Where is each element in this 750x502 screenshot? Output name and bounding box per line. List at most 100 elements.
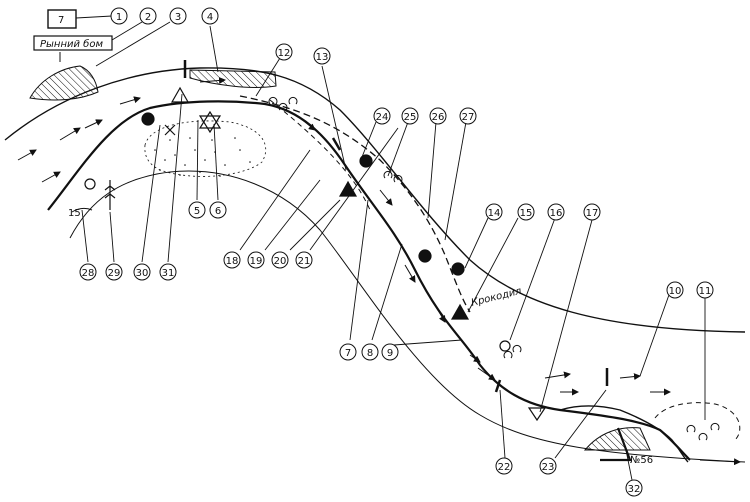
callout-24: 24 [373,107,391,125]
eddies [268,96,720,441]
svg-text:22: 22 [498,462,511,473]
callout-26: 26 [429,107,447,125]
legend-caption-box [33,35,113,51]
pole-marker-3 [331,137,342,151]
svg-text:13: 13 [316,52,329,63]
downstream-rock-hatch [583,427,651,451]
tree-symbol [104,180,116,210]
callout-30: 30 [133,263,151,281]
rocky-bluff-hatch [29,65,99,101]
svg-text:20: 20 [274,256,287,267]
label-56: №56 [630,455,653,466]
svg-text:4: 4 [207,12,213,23]
dashed-exit-line [654,402,741,441]
svg-text:27: 27 [462,112,475,123]
callout-14: 14 [485,203,503,221]
triangle-open-1 [170,86,190,103]
svg-text:2: 2 [145,12,151,23]
dashed-route-line [239,95,471,313]
callout-11: 11 [696,281,714,299]
callout-15: 15 [517,203,535,221]
svg-text:3: 3 [175,12,181,23]
callout-19: 19 [247,251,265,269]
callout-23: 23 [539,457,557,475]
svg-text:23: 23 [542,462,555,473]
callout-6: 6 [209,201,227,219]
callout-10: 10 [666,281,684,299]
svg-text:29: 29 [108,268,121,279]
star-triangle-down [198,115,222,134]
svg-text:21: 21 [298,256,311,267]
svg-text:18: 18 [226,256,239,267]
callout-leaders [75,15,706,481]
callout-5: 5 [188,201,206,219]
callout-1: 1 [110,7,128,25]
svg-text:32: 32 [628,484,641,495]
svg-text:15: 15 [520,208,533,219]
svg-text:11: 11 [699,286,712,297]
callout-18: 18 [223,251,241,269]
svg-text:1: 1 [116,12,122,23]
svg-text:17: 17 [586,208,599,219]
buoy-open [84,178,96,190]
bank-rock-hatch [189,69,277,88]
callout-2: 2 [139,7,157,25]
main-route-line [47,100,691,461]
svg-text:31: 31 [162,268,175,279]
buoy-filled-3 [418,249,432,263]
svg-text:8: 8 [367,348,373,359]
svg-text:9: 9 [387,348,393,359]
callout-20: 20 [271,251,289,269]
angle-arc [71,207,93,213]
callout-8: 8 [361,343,379,361]
callout-22: 22 [495,457,513,475]
callout-27: 27 [459,107,477,125]
callout-17: 17 [583,203,601,221]
svg-text:25: 25 [404,112,417,123]
svg-text:7: 7 [345,348,351,359]
dashed-route-line-2 [269,99,371,211]
svg-text:6: 6 [215,206,221,217]
angle-label: 15 [68,208,81,219]
callout-9: 9 [381,343,399,361]
cross-marker [164,124,176,136]
pole-marker-4 [494,379,502,393]
callout-32: 32 [625,479,643,497]
callout-3: 3 [169,7,187,25]
buoy-filled-4 [451,262,465,276]
svg-text:26: 26 [432,112,445,123]
flow-arrows [17,76,741,466]
svg-text:19: 19 [250,256,263,267]
svg-text:5: 5 [194,206,200,217]
legend-number: 7 [58,15,64,26]
callout-13: 13 [313,47,331,65]
callout-29: 29 [105,263,123,281]
callout-28: 28 [79,263,97,281]
svg-text:30: 30 [136,268,149,279]
callout-12: 12 [275,43,293,61]
svg-text:16: 16 [550,208,563,219]
legend-caption: Рынний бом [40,38,103,50]
callout-21: 21 [295,251,313,269]
symbols [84,60,609,422]
shoal-dots [154,137,251,177]
label-crocodile: Крокодил [470,286,523,309]
downstream-shore-line [559,405,689,463]
buoy-filled-1 [141,112,155,126]
right-bank-line [69,170,746,463]
svg-text:12: 12 [278,48,291,59]
svg-text:14: 14 [488,208,501,219]
triangle-open-2 [527,407,547,422]
callout-7: 7 [339,343,357,361]
callout-31: 31 [159,263,177,281]
svg-text:28: 28 [82,268,95,279]
callout-16: 16 [547,203,565,221]
triangle-filled-2 [450,303,470,320]
svg-text:10: 10 [669,286,682,297]
shoal-outline [144,120,267,177]
marker-56-lines [600,427,632,462]
left-bank-line [4,67,746,333]
callouts: 1 2 3 4 5 6 7 8 9 10 11 12 13 14 15 16 1… [79,7,714,497]
svg-text:24: 24 [376,112,389,123]
